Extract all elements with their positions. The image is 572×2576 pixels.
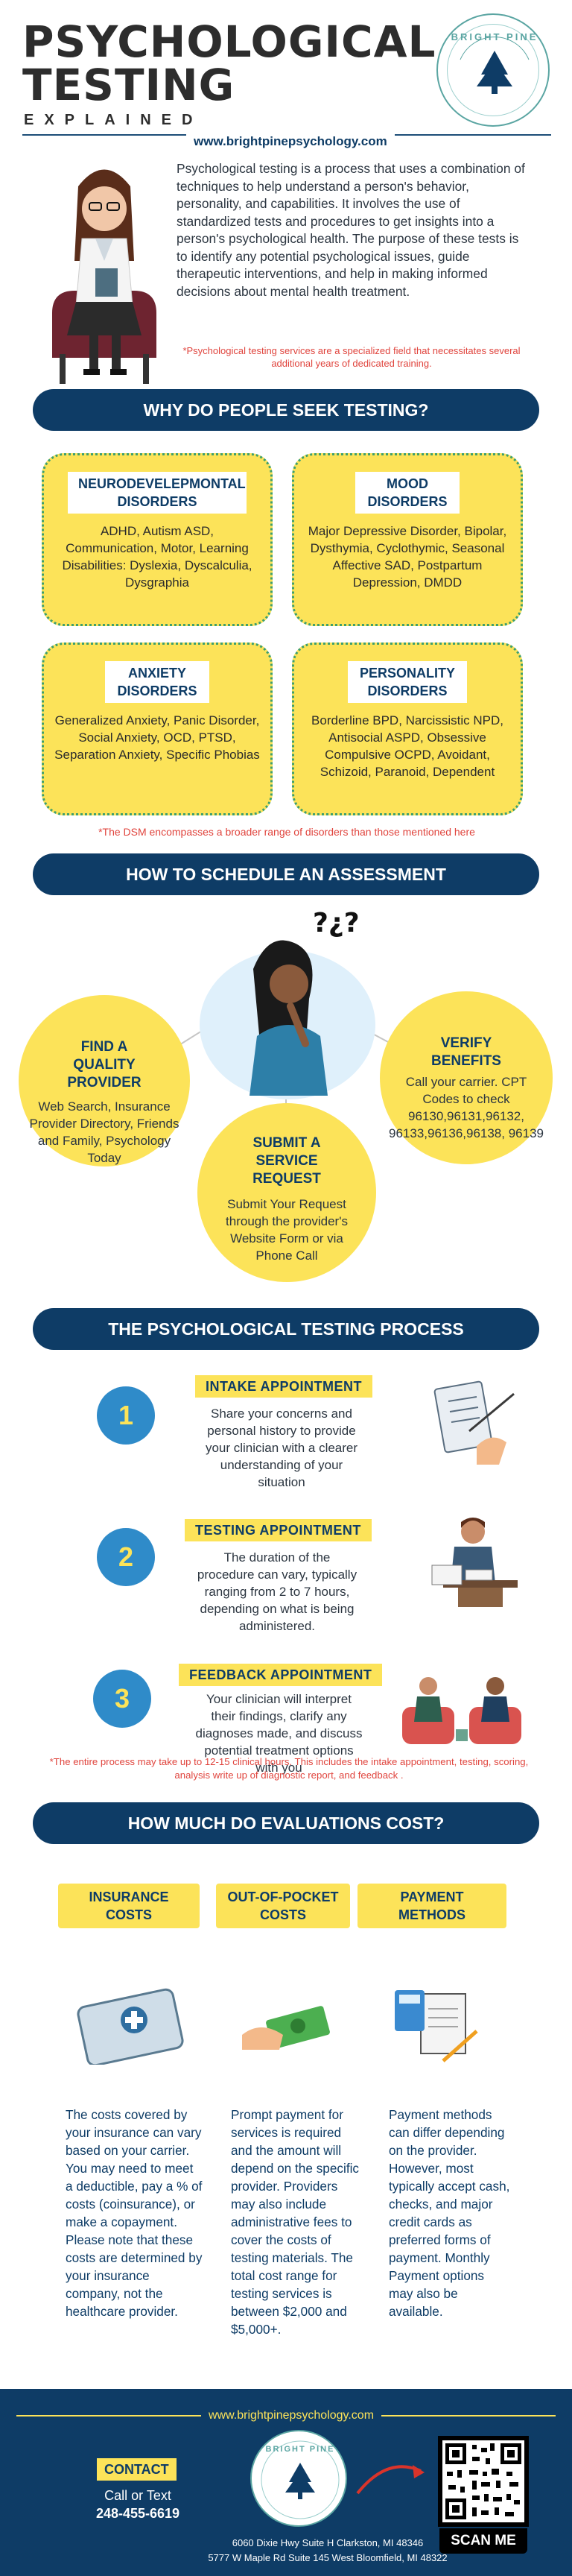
arrow-icon <box>356 2465 425 2495</box>
header-url-link[interactable]: www.brightpinepsychology.com <box>186 133 395 151</box>
banner-cost: HOW MUCH DO EVALUATIONS COST? <box>33 1802 539 1844</box>
card-personality: PERSONALITY DISORDERS Borderline BPD, Na… <box>292 643 523 815</box>
logo-text: BRIGHT PINE <box>451 31 538 42</box>
desk-writing-icon <box>431 1518 518 1607</box>
cost-body-insurance: The costs covered by your insurance can … <box>66 2107 203 2319</box>
footer-logo: BRIGHT PINE <box>250 2430 347 2527</box>
phone-number[interactable]: 248-455-6619 <box>95 2506 180 2521</box>
step-body-testing: The duration of the procedure can vary, … <box>197 1550 358 1633</box>
card-title: NEURODEVELEPMONTAL DISORDERS <box>68 472 247 514</box>
step-title-feedback: FEEDBACK APPOINTMENT <box>179 1664 383 1686</box>
card-body: ADHD, Autism ASD, Communication, Motor, … <box>62 524 252 590</box>
brand-logo: BRIGHT PINE <box>436 13 550 127</box>
step-verify-benefits: VERIFY BENEFITS Call your carrier. CPT C… <box>380 991 553 1164</box>
qr-code-pattern <box>445 2443 521 2519</box>
question-marks: ?¿? <box>313 908 360 938</box>
step-number: 3 <box>93 1670 151 1728</box>
page-title-line2: TESTING <box>22 60 235 110</box>
call-label: Call or Text <box>104 2488 171 2503</box>
step-submit-request: SUBMIT A SERVICE REQUEST Submit Your Req… <box>197 1103 376 1282</box>
call-text-block: Call or Text 248-455-6619 <box>74 2487 201 2522</box>
card-neurodevelopmental: NEURODEVELEPMONTAL DISORDERS ADHD, Autis… <box>42 453 273 626</box>
banner-schedule: HOW TO SCHEDULE AN ASSESSMENT <box>33 853 539 895</box>
step-title-intake: INTAKE APPOINTMENT <box>195 1375 372 1398</box>
verify-title: VERIFY BENEFITS <box>431 1035 501 1069</box>
address-clarkston: 6060 Dixie Hwy Suite H Clarkston, MI 483… <box>232 2537 424 2548</box>
submit-body: Submit Your Request through the provider… <box>226 1197 348 1263</box>
page-title-line1: PSYCHOLOGICAL <box>22 16 436 67</box>
card-body: Major Depressive Disorder, Bipolar, Dyst… <box>308 524 507 590</box>
verify-body: Call your carrier. CPT Codes to check 96… <box>389 1075 544 1140</box>
find-body: Web Search, Insurance Provider Directory… <box>29 1099 179 1165</box>
step-body-feedback: Your clinician will interpret their find… <box>195 1692 363 1775</box>
logo-tree-icon <box>460 37 530 94</box>
counseling-couch-icon <box>402 1677 521 1744</box>
calculator-invoice-icon <box>395 1990 478 2062</box>
card-title: MOOD DISORDERS <box>355 472 460 514</box>
find-title: FIND A QUALITY PROVIDER <box>67 1039 142 1090</box>
clipboard-icon <box>433 1380 515 1465</box>
submit-title: SUBMIT A SERVICE REQUEST <box>252 1135 321 1187</box>
banner-process: THE PSYCHOLOGICAL TESTING PROCESS <box>33 1308 539 1350</box>
contact-button[interactable]: CONTACT <box>97 2458 177 2481</box>
step-number: 1 <box>97 1386 155 1445</box>
cost-body-payment: Payment methods can differ depending on … <box>389 2107 510 2319</box>
logo-tree-icon <box>261 2440 340 2519</box>
intro-paragraph: Psychological testing is a process that … <box>177 161 525 299</box>
step-title-testing: TESTING APPOINTMENT <box>185 1519 372 1541</box>
footer-url-link[interactable]: www.brightpinepsychology.com <box>201 2408 382 2424</box>
logo-text: BRIGHT PINE <box>265 2445 335 2454</box>
thinking-woman-illustration: ?¿? <box>250 908 360 1096</box>
step-find-provider: FIND A QUALITY PROVIDER Web Search, Insu… <box>19 995 190 1167</box>
step-number: 2 <box>97 1528 155 1586</box>
insurance-card-icon <box>77 1988 184 2065</box>
card-body: Borderline BPD, Narcissistic NPD, Antiso… <box>311 713 503 779</box>
cost-title-insurance: INSURANCE COSTS <box>58 1884 200 1928</box>
intro-note: *Psychological testing services are a sp… <box>182 345 521 369</box>
psychologist-illustration <box>52 169 156 384</box>
dsm-note: *The DSM encompasses a broader range of … <box>98 826 475 838</box>
cost-body-out-of-pocket: Prompt payment for services is required … <box>231 2107 360 2337</box>
banner-why-testing: WHY DO PEOPLE SEEK TESTING? <box>33 389 539 431</box>
cost-title-payment: PAYMENT METHODS <box>358 1884 506 1928</box>
page-subtitle: EXPLAINED <box>24 112 203 128</box>
scan-me-label: SCAN ME <box>439 2528 527 2554</box>
card-mood: MOOD DISORDERS Major Depressive Disorder… <box>292 453 523 626</box>
card-title: PERSONALITY DISORDERS <box>348 661 467 703</box>
process-note: *The entire process may take up to 12-15… <box>49 1756 529 1781</box>
qr-code[interactable] <box>438 2436 529 2527</box>
cost-title-out-of-pocket: OUT-OF-POCKET COSTS <box>216 1884 350 1928</box>
address-west-bloomfield: 5777 W Maple Rd Suite 145 West Bloomfiel… <box>208 2552 448 2563</box>
card-title: ANXIETY DISORDERS <box>105 661 209 703</box>
cash-hand-icon <box>242 2006 330 2050</box>
card-anxiety: ANXIETY DISORDERS Generalized Anxiety, P… <box>42 643 273 815</box>
card-body: Generalized Anxiety, Panic Disorder, Soc… <box>54 713 260 762</box>
step-body-intake: Share your concerns and personal history… <box>205 1407 358 1489</box>
